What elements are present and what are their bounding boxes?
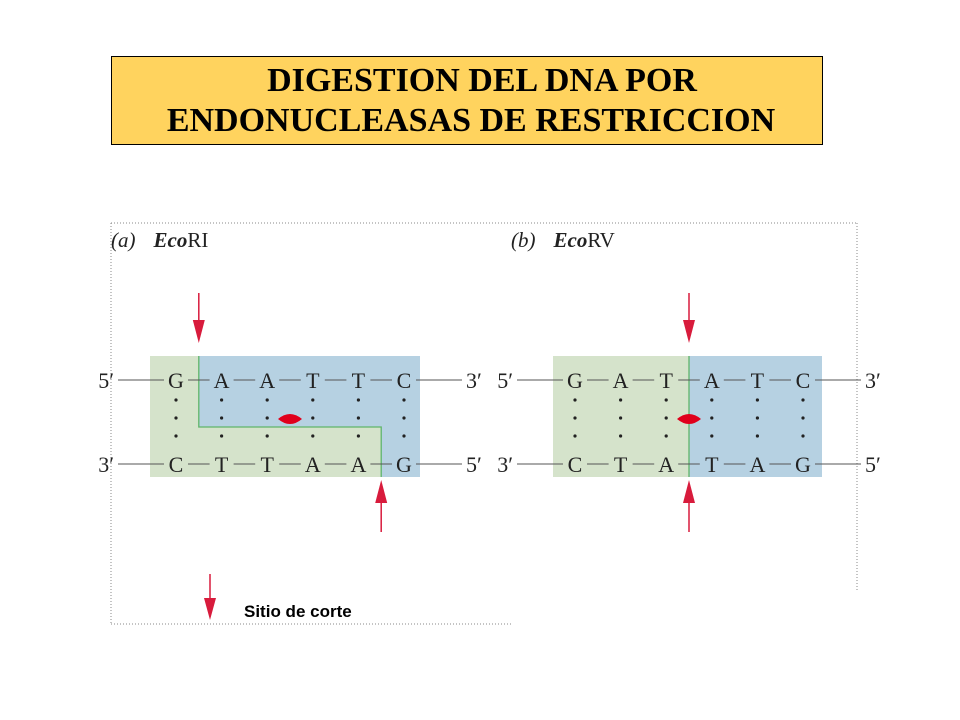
top-base: T	[352, 368, 366, 393]
arrow-up-icon	[683, 480, 695, 532]
base-pair-dot	[265, 416, 269, 420]
bottom-base: T	[215, 452, 229, 477]
base-pair-dot	[664, 416, 668, 420]
top-base: A	[214, 368, 230, 393]
base-pair-dot	[174, 398, 178, 402]
bottom-base: A	[658, 452, 674, 477]
top-base: A	[259, 368, 275, 393]
base-pair-dot	[174, 434, 178, 438]
base-pair-dot	[801, 416, 805, 420]
base-pair-dot	[573, 416, 577, 420]
base-pair-dot	[311, 416, 315, 420]
base-pair-dot	[755, 416, 760, 420]
bottom-base: T	[614, 452, 628, 477]
top-base: G	[168, 368, 184, 393]
panel-ecorv: (b)EcoRV 5′ 3′ G A T A T C 3′ 5′ C T A T A G	[497, 228, 881, 532]
top-base: G	[567, 368, 583, 393]
title-box: DIGESTION DEL DNA POR ENDONUCLEASAS DE R…	[111, 56, 823, 145]
top-strand-left-end: 5′	[98, 368, 114, 393]
right-fragment-region	[689, 356, 822, 477]
base-pair-dot	[311, 398, 315, 402]
bottom-base: T	[705, 452, 719, 477]
base-pair-dot	[801, 434, 805, 438]
base-pair-dot	[664, 398, 668, 402]
base-pair-dot	[311, 434, 315, 438]
arrow-down-icon	[192, 293, 205, 343]
base-pair-dot	[356, 416, 360, 420]
base-pair-dot	[755, 398, 760, 402]
cut-path	[198, 356, 382, 477]
base-pair-dot	[356, 398, 360, 402]
bottom-strand-left-end: 3′	[497, 452, 513, 477]
top-base: A	[704, 368, 720, 393]
base-pair-dot	[619, 416, 623, 420]
base-pair-dot	[619, 434, 623, 438]
base-pair-dot	[220, 398, 224, 402]
bottom-base: C	[568, 452, 583, 477]
base-pair-dot	[801, 398, 805, 402]
bottom-base: G	[396, 452, 412, 477]
legend-label: Sitio de corte	[244, 602, 352, 621]
top-strand-right-end: 3′	[466, 368, 482, 393]
enzyme-icon	[677, 414, 701, 424]
base-pair-dot	[356, 434, 360, 438]
bottom-strand-right-end: 5′	[865, 452, 881, 477]
top-base: C	[397, 368, 412, 393]
bottom-base: T	[260, 452, 274, 477]
base-pair-dot	[174, 416, 178, 420]
bottom-strand-right-end: 5′	[466, 452, 482, 477]
base-pair-dot	[710, 416, 714, 420]
right-fragment-region	[198, 356, 420, 477]
top-base: A	[613, 368, 629, 393]
top-strand-left-end: 5′	[497, 368, 513, 393]
bottom-strand-left-end: 3′	[98, 452, 114, 477]
base-pair-dot	[265, 434, 269, 438]
bottom-base: G	[795, 452, 811, 477]
bottom-base: C	[169, 452, 184, 477]
panel-label-ecorv: (b)EcoRV	[511, 228, 615, 252]
base-pair-dot	[220, 434, 224, 438]
bottom-base: A	[749, 452, 765, 477]
base-pair-dot	[755, 434, 760, 438]
top-base: C	[796, 368, 811, 393]
panel-ecori: (a)EcoRI 5′ 3′ G A A T T C 3′ 5′ C T T A A G	[98, 228, 482, 532]
base-pair-dot	[402, 416, 406, 420]
panel-label-ecori: (a)EcoRI	[111, 228, 208, 252]
base-pair-dot	[402, 398, 406, 402]
base-pair-dot	[402, 434, 406, 438]
arrow-down-icon	[204, 574, 216, 620]
base-pair-dot	[710, 434, 714, 438]
base-pair-dot	[619, 398, 623, 402]
bottom-base: A	[350, 452, 366, 477]
enzyme-icon	[278, 414, 302, 424]
top-base: T	[306, 368, 320, 393]
base-pair-dot	[573, 434, 577, 438]
top-base: T	[751, 368, 765, 393]
arrow-down-icon	[683, 293, 695, 343]
top-base: T	[659, 368, 673, 393]
bottom-base: A	[305, 452, 321, 477]
base-pair-dot	[710, 398, 714, 402]
title-line-2: ENDONUCLEASAS DE RESTRICCION	[166, 102, 776, 139]
top-strand-right-end: 3′	[865, 368, 881, 393]
base-pair-dot	[220, 416, 224, 420]
base-pair-dot	[573, 398, 577, 402]
base-pair-dot	[265, 398, 269, 402]
figure-frame	[110, 222, 858, 625]
arrow-up-icon	[375, 480, 388, 532]
legend: Sitio de corte	[204, 574, 352, 621]
base-pair-dot	[664, 434, 668, 438]
title-line-1: DIGESTION DEL DNA POR	[267, 62, 697, 99]
